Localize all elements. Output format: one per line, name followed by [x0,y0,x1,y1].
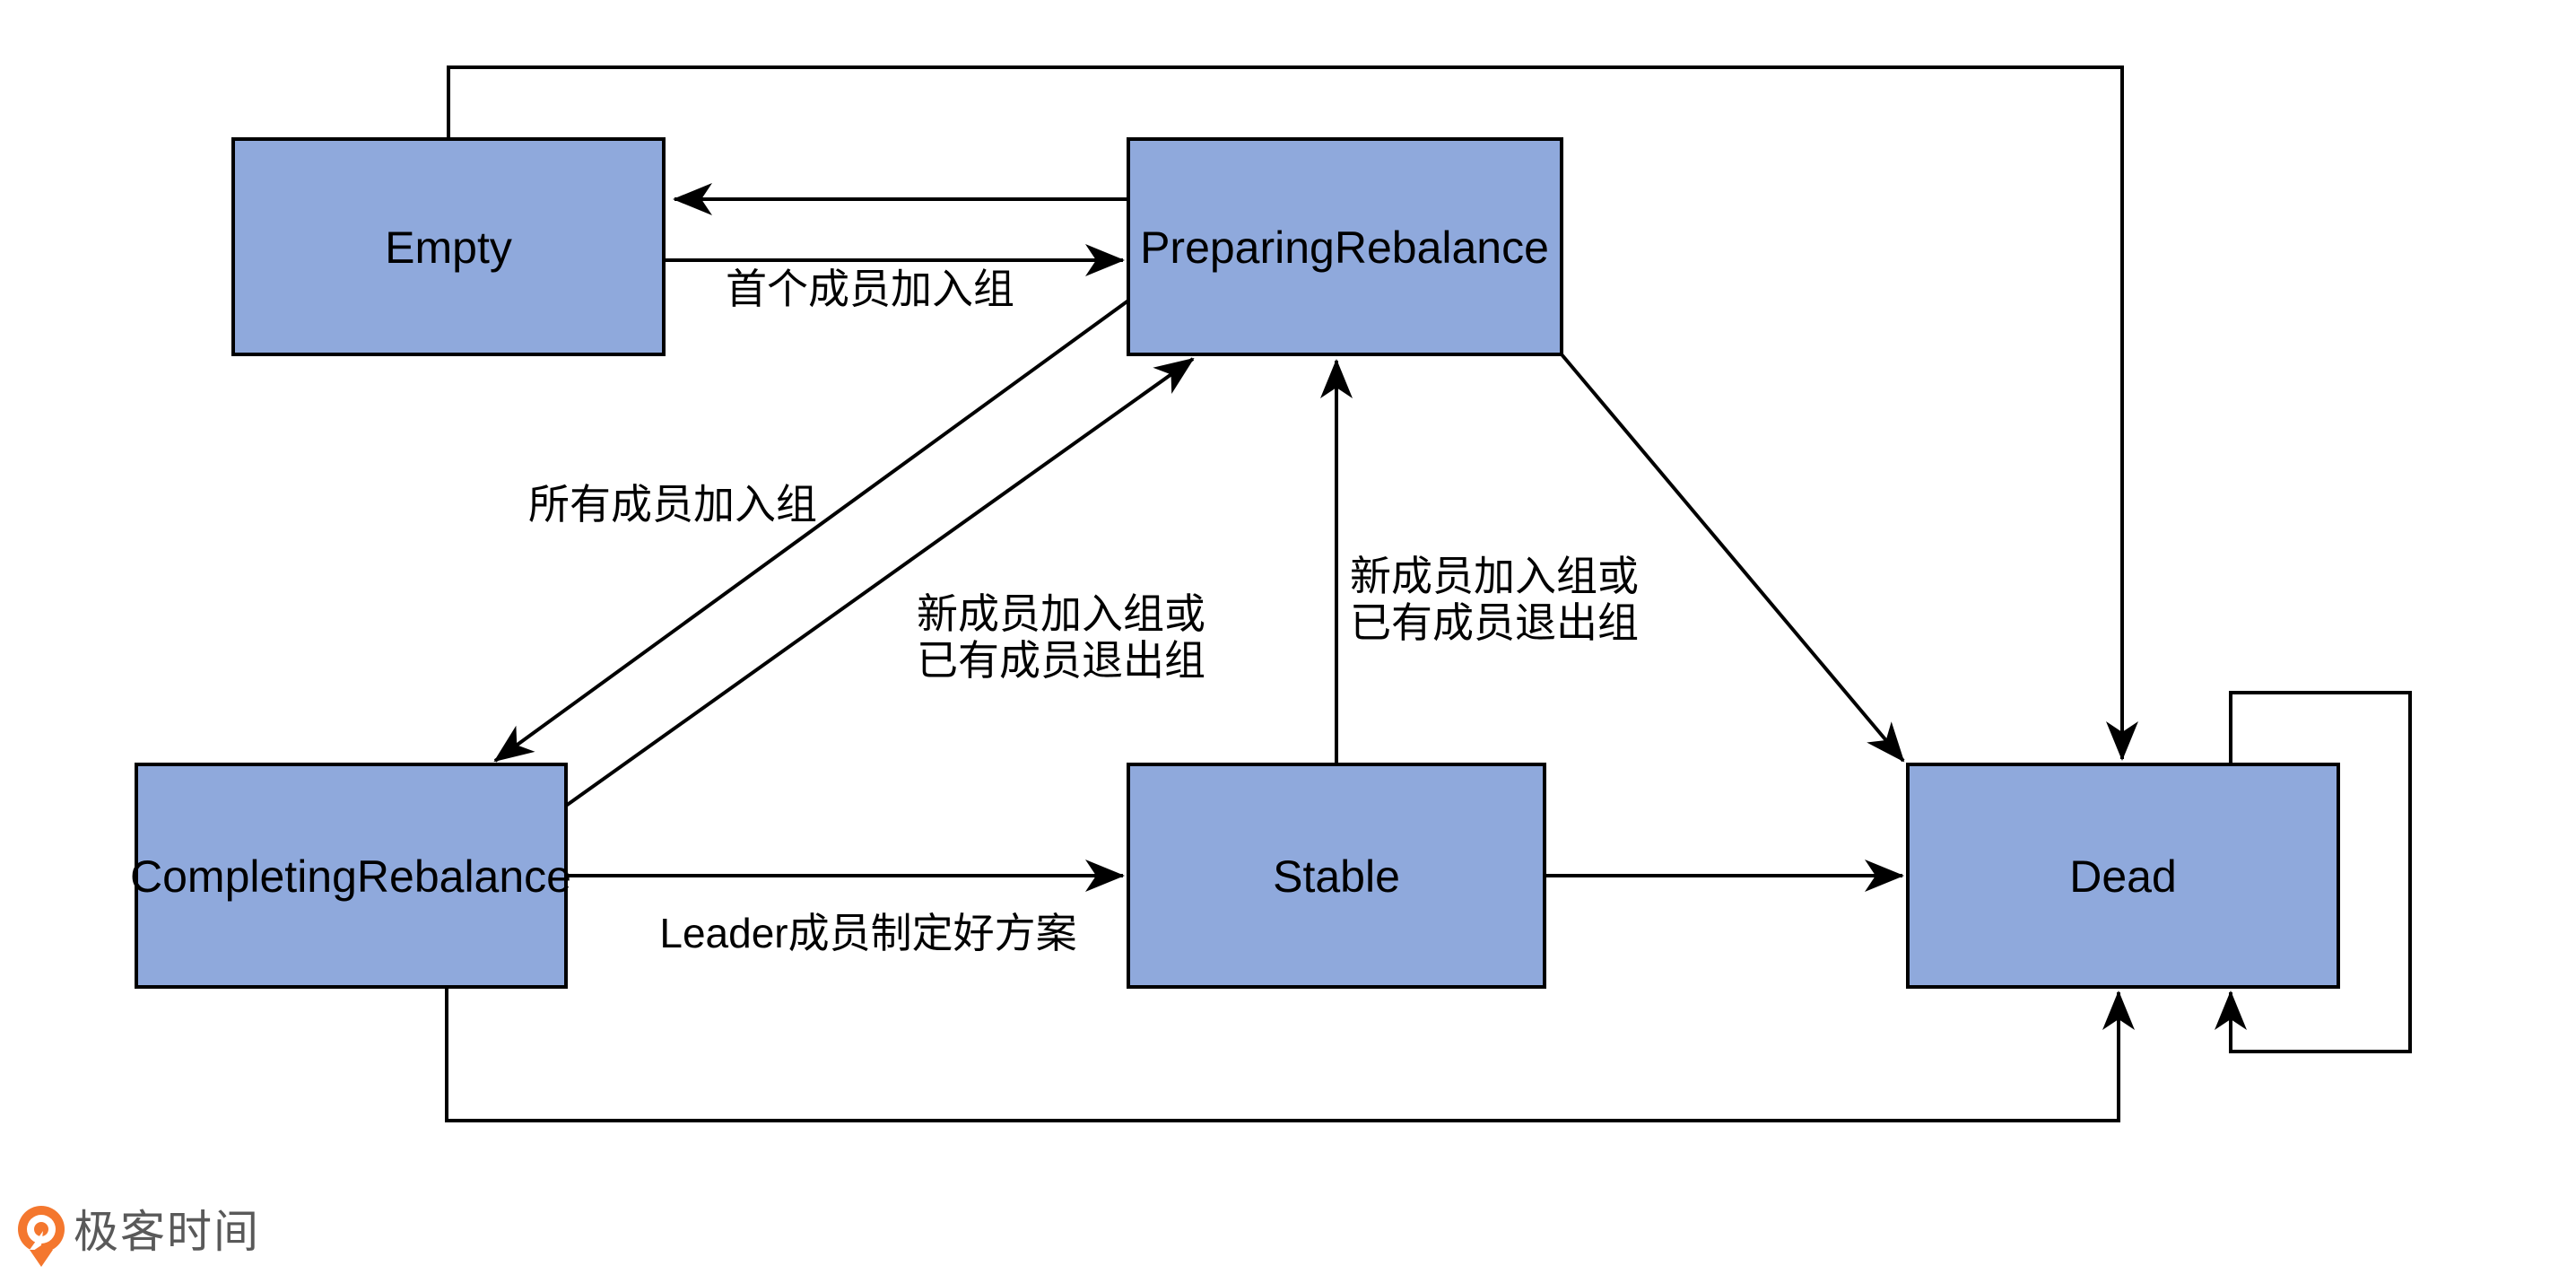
edge-preparing-to-completing [493,299,1130,763]
label-all-members-join: 所有成员加入组 [528,481,817,528]
state-box-completing-rebalance [135,763,568,989]
edge-completing-to-preparing [564,357,1195,807]
state-box-empty [231,137,666,356]
state-box-dead [1906,763,2340,989]
geektime-logo-icon [18,1206,65,1267]
state-label-dead: Dead [2069,851,2177,902]
logo-center-dot [34,1222,48,1236]
state-box-preparing-rebalance [1127,137,1563,356]
state-label-empty: Empty [385,223,512,273]
edge-labels: 首个成员加入组 所有成员加入组 新成员加入组或 已有成员退出组 新成员加入组或 … [528,266,1639,956]
edges [445,65,2412,1122]
edge-dead-self-loop [2215,691,2412,1053]
state-label-stable: Stable [1273,851,1400,902]
geektime-logo-text: 极客时间 [74,1207,260,1257]
edge-preparing-to-dead [1560,353,1905,763]
state-node-completing-rebalance: CompletingRebalance [130,763,571,989]
state-box-stable [1127,763,1546,989]
state-node-stable: Stable [1127,763,1546,989]
label-leader-plan: Leader成员制定好方案 [659,910,1076,956]
state-node-preparing-rebalance: PreparingRebalance [1127,137,1563,356]
state-node-empty: Empty [231,137,666,356]
edge-completing-to-dead [445,987,2135,1122]
geektime-logo: 极客时间 [18,1206,260,1267]
state-label-preparing-rebalance: PreparingRebalance [1140,223,1549,273]
state-label-completing-rebalance: CompletingRebalance [130,851,571,902]
state-nodes: Empty PreparingRebalance CompletingRebal… [130,137,2340,989]
state-node-dead: Dead [1906,763,2340,989]
logo-pin-tail [30,1250,53,1267]
label-first-member-join: 首个成员加入组 [726,266,1014,312]
edge-empty-to-dead [447,65,2138,761]
label-member-change-right-line2: 已有成员退出组 [1350,599,1639,646]
label-member-change-right-line1: 新成员加入组或 [1350,553,1639,599]
label-member-change-left-line2: 已有成员退出组 [917,637,1205,684]
label-member-change-left-line1: 新成员加入组或 [917,590,1205,637]
